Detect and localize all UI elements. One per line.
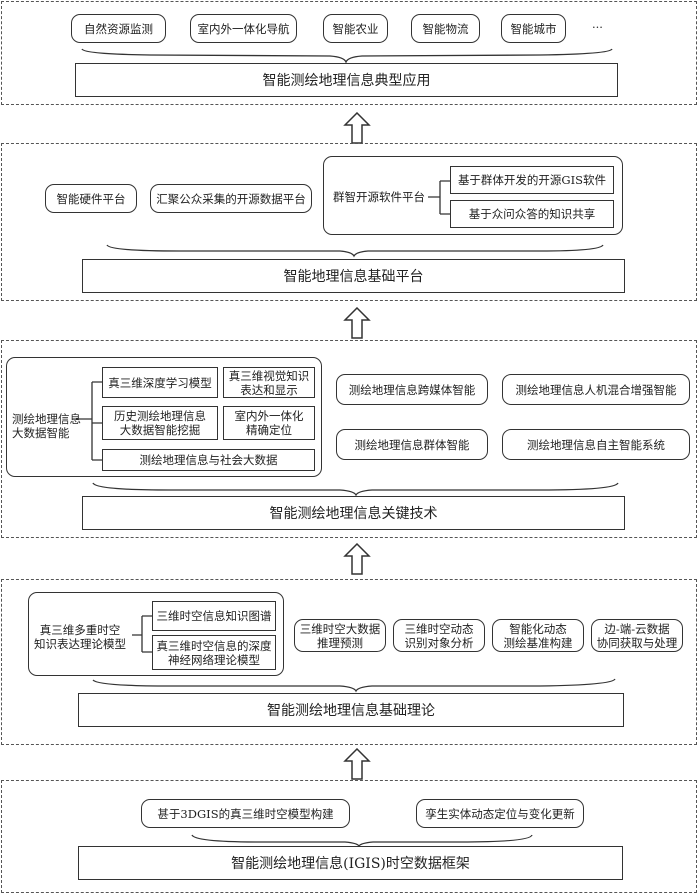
app-item: 自然资源监测 <box>71 14 166 43</box>
app-item: 智能物流 <box>411 14 480 43</box>
keytech-sub-item: 室内外一体化 精确定位 <box>223 406 315 440</box>
layer-theory <box>1 579 697 745</box>
app-item: 室内外一体化导航 <box>190 14 297 43</box>
theory-group-label: 真三维多重时空 知识表达理论模型 <box>34 623 126 651</box>
app-item: 智能城市 <box>501 14 566 43</box>
app-item: 智能农业 <box>323 14 388 43</box>
layer-applications <box>1 1 697 105</box>
up-arrow-icon <box>343 307 371 339</box>
layer-framework <box>1 780 697 893</box>
layer-platform <box>1 143 697 301</box>
up-arrow-icon <box>343 748 371 780</box>
theory-item: 三维时空大数据 推理预测 <box>294 619 386 652</box>
platform-item: 汇聚公众采集的开源数据平台 <box>150 184 312 213</box>
up-arrow-icon <box>343 543 371 575</box>
theory-item: 边-端-云数据 协同获取与处理 <box>591 619 683 652</box>
platform-group-label: 群智开源软件平台 <box>333 190 425 204</box>
keytech-sub-item: 测绘地理信息与社会大数据 <box>102 449 315 471</box>
layer-title-applications: 智能测绘地理信息典型应用 <box>75 63 618 97</box>
layer-title-platform: 智能地理信息基础平台 <box>82 259 625 293</box>
theory-item: 三维时空动态 识别对象分析 <box>393 619 485 652</box>
up-arrow-icon <box>343 112 371 144</box>
framework-item: 孪生实体动态定位与变化更新 <box>416 799 584 828</box>
platform-sub-item: 基于众问众答的知识共享 <box>450 200 614 228</box>
keytech-item: 测绘地理信息自主智能系统 <box>502 429 690 460</box>
theory-sub-item: 真三维时空信息的深度 神经网络理论模型 <box>152 635 276 670</box>
platform-sub-item: 基于群体开发的开源GIS软件 <box>450 166 614 194</box>
theory-item: 智能化动态 测绘基准构建 <box>492 619 584 652</box>
ellipsis: ··· <box>592 20 603 34</box>
keytech-sub-item: 真三维视觉知识 表达和显示 <box>223 367 315 398</box>
keytech-sub-item: 历史测绘地理信息 大数据智能挖掘 <box>102 406 218 440</box>
theory-sub-item: 三维时空信息知识图谱 <box>152 601 276 631</box>
keytech-item: 测绘地理信息跨媒体智能 <box>336 374 488 405</box>
layer-title-framework: 智能测绘地理信息(IGIS)时空数据框架 <box>78 846 623 880</box>
platform-item: 智能硬件平台 <box>45 184 137 213</box>
layer-key-tech <box>1 340 697 538</box>
keytech-item: 测绘地理信息群体智能 <box>336 429 488 460</box>
keytech-item: 测绘地理信息人机混合增强智能 <box>502 374 690 405</box>
framework-item: 甚于3DGIS的真三维时空模型构建 <box>141 799 350 828</box>
keytech-sub-item: 真三维深度学习模型 <box>102 367 218 398</box>
layer-title-key-tech: 智能测绘地理信息关键技术 <box>82 496 625 530</box>
keytech-group-label: 测绘地理信息 大数据智能 <box>12 412 81 440</box>
layer-title-theory: 智能测绘地理信息基础理论 <box>78 693 624 727</box>
